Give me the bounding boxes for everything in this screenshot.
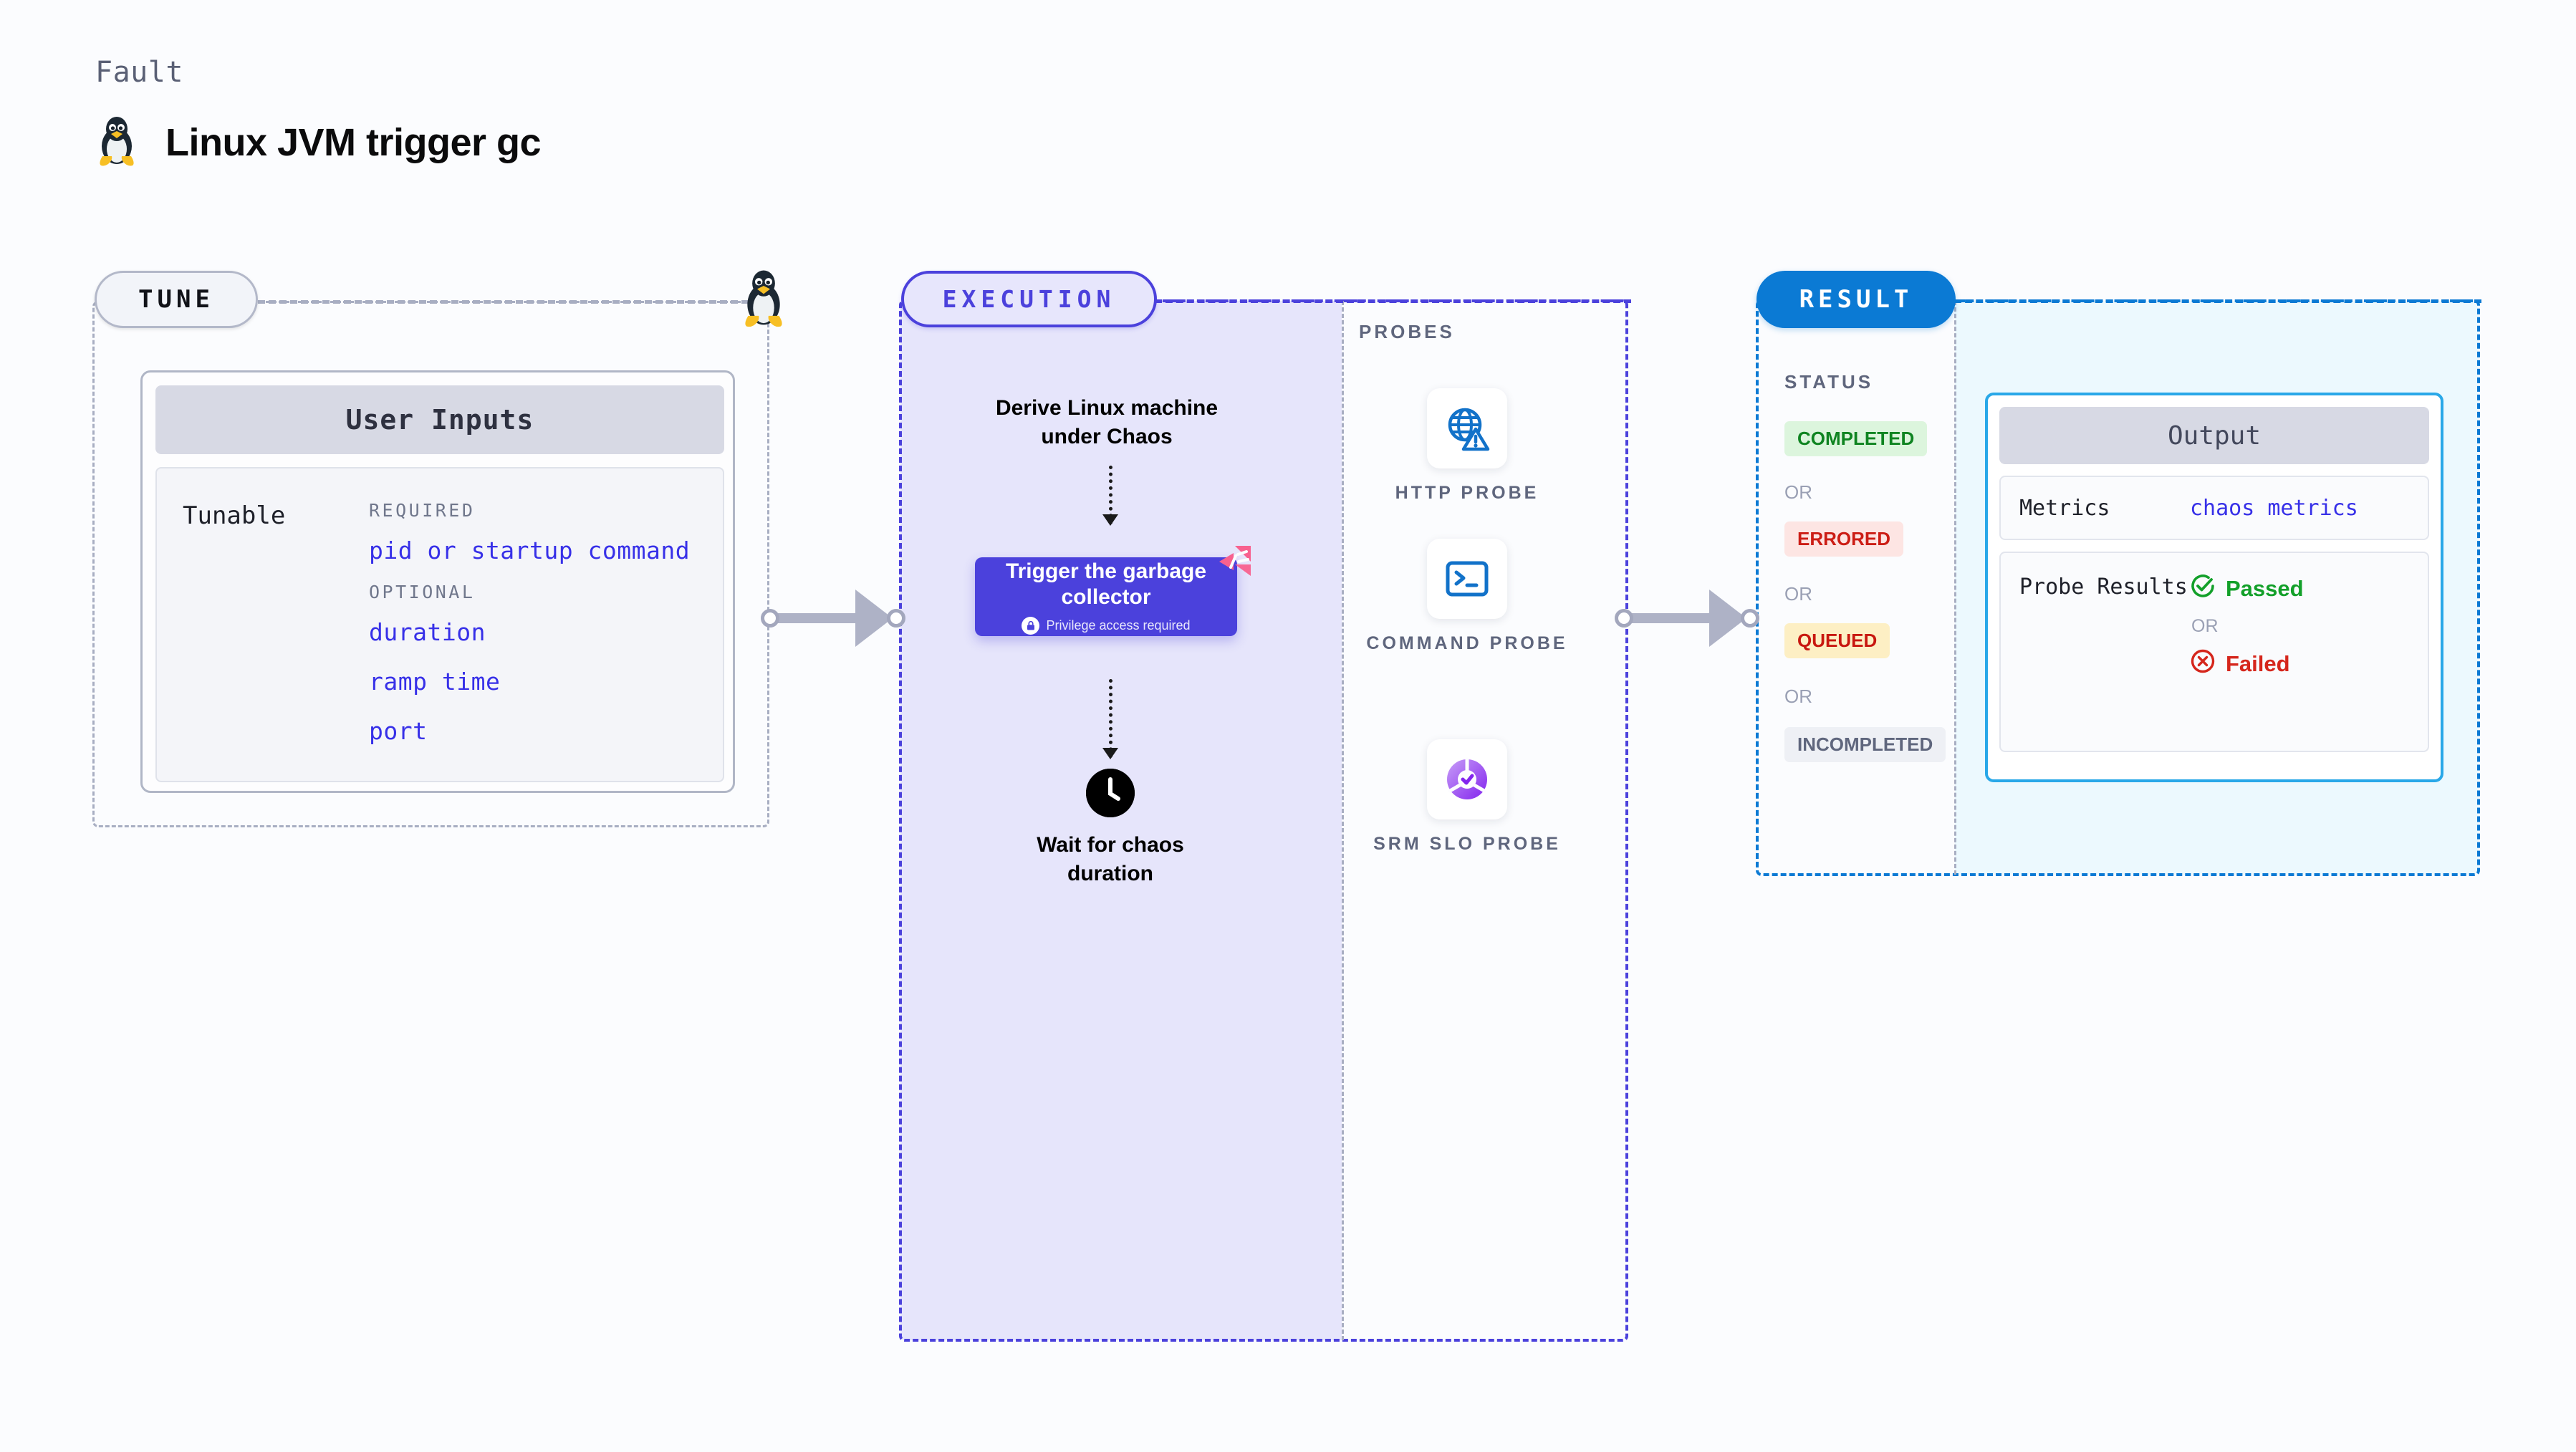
- connector-arrowhead: [1709, 590, 1746, 647]
- trigger-node-subtitle-row: Privilege access required: [1022, 617, 1191, 635]
- result-dashed-connector: [1954, 299, 2481, 303]
- tux-penguin-icon: [95, 115, 138, 170]
- connector-bar: [777, 613, 862, 623]
- tune-dashed-connector: [258, 300, 759, 304]
- terminal-icon: [1427, 539, 1507, 619]
- probe-results-row: Probe Results Passed OR: [1999, 552, 2429, 752]
- or-separator: OR: [1784, 481, 1812, 503]
- tunable-values: REQUIRED pid or startup command OPTIONAL…: [369, 468, 690, 781]
- probes-section-label: PROBES: [1359, 321, 1455, 342]
- probe-label: COMMAND PROBE: [1366, 633, 1568, 653]
- user-inputs-card: User Inputs Tunable REQUIRED pid or star…: [140, 370, 735, 793]
- tunable-item[interactable]: pid or startup command: [369, 537, 691, 564]
- result-badge[interactable]: RESULT: [1756, 271, 1956, 328]
- trigger-gc-node[interactable]: Trigger the garbage collector Privilege …: [975, 557, 1237, 636]
- connector-tune-to-execution: [761, 590, 905, 647]
- globe-warning-icon: [1427, 388, 1507, 468]
- trigger-node-subtitle: Privilege access required: [1046, 618, 1191, 633]
- connector-execution-to-result: [1615, 590, 1759, 647]
- status-section-label: STATUS: [1784, 371, 1874, 393]
- connector-end-dot: [887, 609, 905, 628]
- page-title: Linux JVM trigger gc: [165, 120, 542, 164]
- flow-arrow-down: [1102, 466, 1118, 526]
- tunable-item[interactable]: duration: [369, 618, 486, 646]
- tux-penguin-icon: [739, 265, 788, 331]
- tunable-section: Tunable REQUIRED pid or startup command …: [155, 467, 724, 782]
- result-divider: [1954, 301, 1956, 875]
- metrics-value[interactable]: chaos metrics: [2190, 495, 2358, 521]
- metrics-key: Metrics: [2019, 495, 2110, 521]
- probe-srm-slo[interactable]: SRM SLO PROBE: [1363, 739, 1571, 857]
- flow-arrow-down: [1102, 679, 1118, 759]
- group-label-required: REQUIRED: [369, 500, 476, 521]
- tunable-key-label: Tunable: [183, 501, 286, 530]
- output-card: Output Metrics chaos metrics Probe Resul…: [1985, 393, 2443, 782]
- or-separator: OR: [2191, 616, 2219, 636]
- execution-dashed-connector: [1155, 299, 1631, 303]
- connector-end-dot: [1741, 609, 1759, 628]
- chaos-fault-icon: [1213, 543, 1252, 577]
- probe-result-failed-label: Failed: [2226, 651, 2290, 676]
- fault-eyebrow-label: Fault: [95, 56, 183, 89]
- probe-http[interactable]: HTTP PROBE: [1363, 388, 1571, 506]
- connector-arrowhead: [855, 590, 893, 647]
- probe-results-values: Passed OR Failed: [2190, 573, 2304, 680]
- slo-donut-check-icon: [1427, 739, 1507, 819]
- or-separator: OR: [1784, 686, 1812, 707]
- probe-label: HTTP PROBE: [1395, 483, 1539, 503]
- tune-badge[interactable]: TUNE: [95, 271, 258, 328]
- trigger-node-title: Trigger the garbage collector: [1005, 559, 1207, 609]
- lock-icon: [1022, 617, 1040, 635]
- status-badge-queued: QUEUED: [1784, 623, 1890, 658]
- tunable-item[interactable]: ramp time: [369, 668, 501, 696]
- check-circle-icon: [2190, 573, 2216, 605]
- connector-start-dot: [1615, 609, 1633, 628]
- wait-step-label: Wait for chaos duration: [1037, 833, 1184, 885]
- status-badge-incompleted: INCOMPLETED: [1784, 727, 1946, 762]
- x-circle-icon: [2190, 648, 2216, 680]
- probe-result-passed: Passed: [2190, 573, 2304, 605]
- status-badge-completed: COMPLETED: [1784, 421, 1928, 456]
- probe-results-key: Probe Results: [2019, 574, 2188, 600]
- metrics-row: Metrics chaos metrics: [1999, 476, 2429, 540]
- probe-result-failed: Failed: [2190, 648, 2304, 680]
- status-badge-errored: ERRORED: [1784, 521, 1904, 557]
- fault-title-row: Linux JVM trigger gc: [95, 115, 542, 170]
- clock-icon: [1086, 769, 1135, 817]
- tunable-item[interactable]: port: [369, 717, 428, 745]
- connector-start-dot: [761, 609, 779, 628]
- connector-bar: [1630, 613, 1716, 623]
- user-inputs-title: User Inputs: [155, 385, 724, 454]
- execution-panel-fill: [900, 301, 1342, 1340]
- probe-command[interactable]: COMMAND PROBE: [1363, 539, 1571, 656]
- output-title: Output: [1999, 407, 2429, 464]
- group-label-optional: OPTIONAL: [369, 582, 476, 602]
- probe-result-passed-label: Passed: [2226, 576, 2304, 601]
- probe-label: SRM SLO PROBE: [1373, 834, 1561, 854]
- derive-step-label: Derive Linux machine under Chaos: [995, 396, 1219, 448]
- execution-badge[interactable]: EXECUTION: [901, 271, 1157, 327]
- probes-divider: [1342, 301, 1344, 1340]
- or-separator: OR: [1784, 583, 1812, 605]
